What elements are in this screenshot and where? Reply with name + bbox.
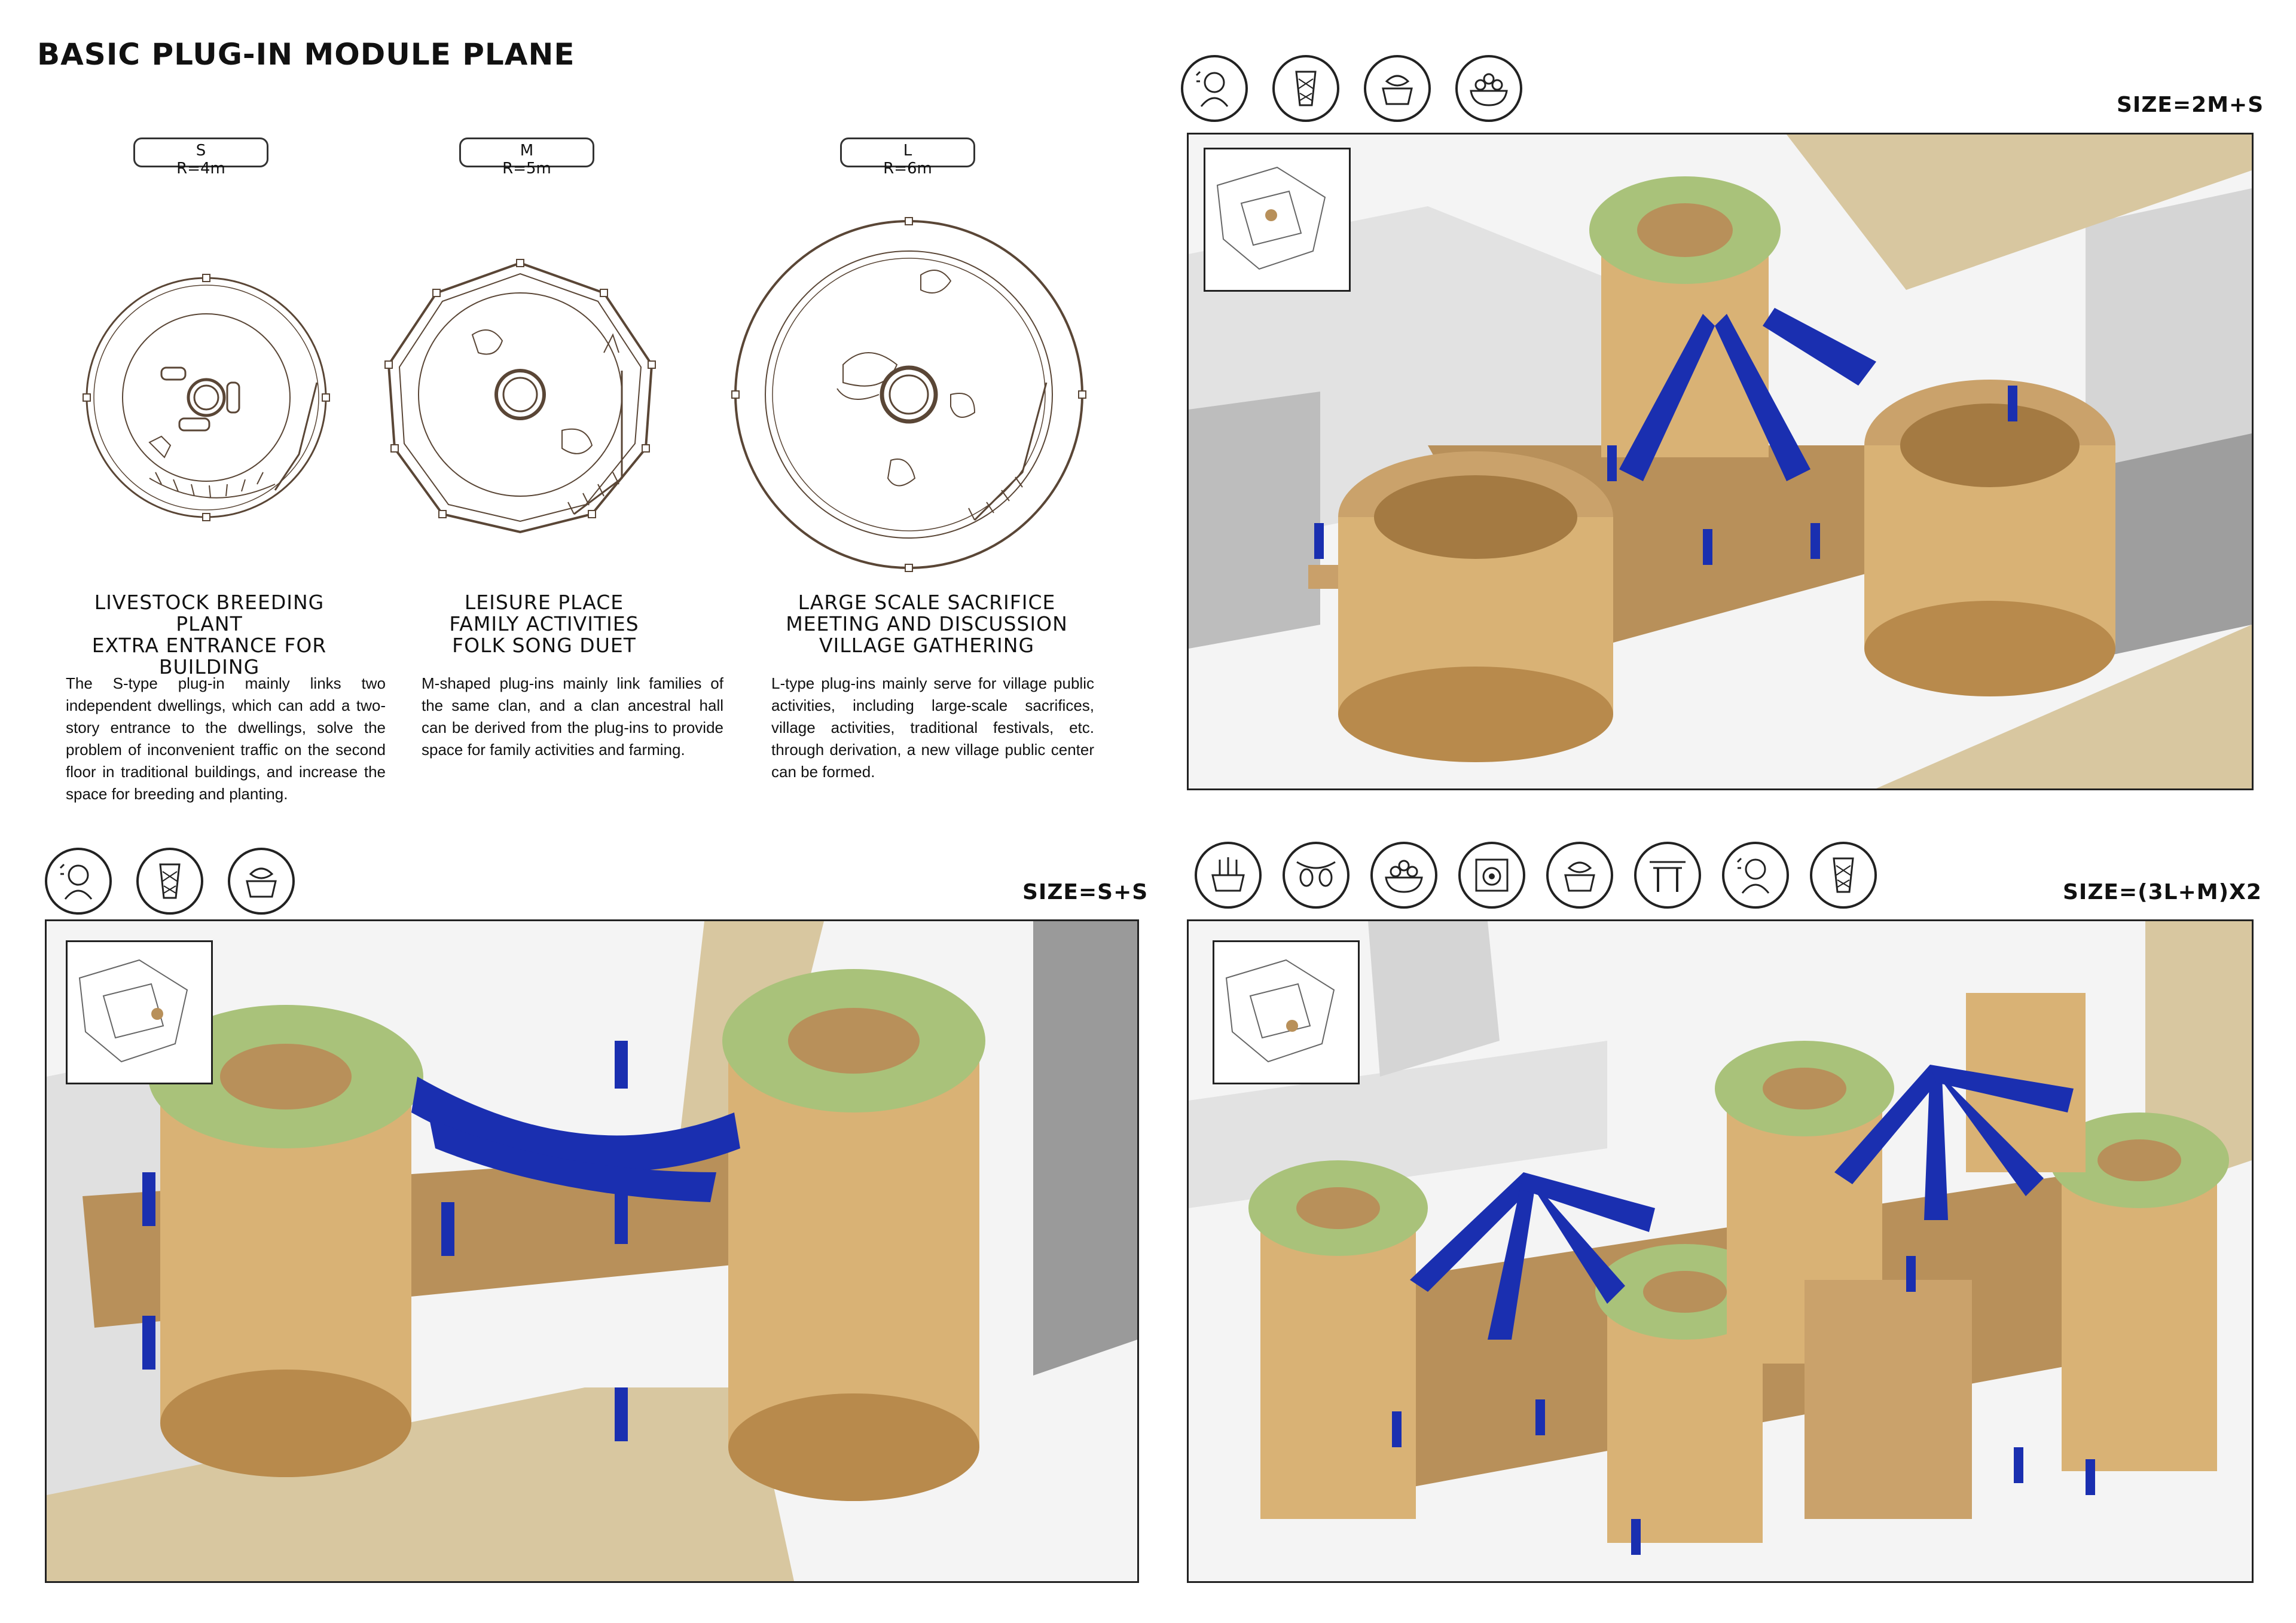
module-s-heading-line-2: PLANT: [176, 612, 243, 635]
plan-drawing-m: [384, 259, 656, 534]
module-s-description: The S-type plug-in mainly links two inde…: [66, 674, 386, 803]
lantern-icon: [1283, 842, 1349, 909]
size-label-s-s: SIZE=S+S: [1022, 880, 1149, 904]
size-tag-s-radius: R=4m: [176, 160, 225, 178]
singer-icon: [45, 848, 112, 915]
basket-fish-icon: [1364, 55, 1431, 122]
food-bowl-icon: [1370, 842, 1437, 909]
size-tag-l-letter: L: [903, 142, 912, 160]
module-m-heading-line-3: FOLK SONG DUET: [452, 634, 636, 657]
size-label-2m-s: SIZE=2M+S: [2117, 93, 2264, 117]
module-l-heading: LARGE SCALE SACRIFICE MEETING AND DISCUS…: [771, 592, 1082, 656]
basket-fish-icon: [228, 848, 295, 915]
food-bowl-icon: [1455, 55, 1522, 122]
module-m-heading-line-2: FAMILY ACTIVITIES: [449, 612, 639, 635]
module-l-heading-line-3: VILLAGE GATHERING: [819, 634, 1035, 657]
thread-spool-icon: [1810, 842, 1877, 909]
basket-fish-icon: [1546, 842, 1613, 909]
render-panel-s-s: [45, 919, 1139, 1583]
size-tag-l-radius: R=6m: [883, 160, 932, 178]
size-tag-l: L R=6m: [840, 137, 975, 178]
size-tag-m-letter: M: [520, 142, 534, 160]
plan-drawing-l: [731, 217, 1086, 572]
page-title: BASIC PLUG-IN MODULE PLANE: [37, 37, 575, 72]
module-l-heading-line-2: MEETING AND DISCUSSION: [786, 612, 1068, 635]
module-m-heading: LEISURE PLACE FAMILY ACTIVITIES FOLK SON…: [407, 592, 682, 656]
module-l-heading-line-1: LARGE SCALE SACRIFICE: [798, 591, 1056, 614]
module-s-heading-line-3: EXTRA ENTRANCE FOR BUILDING: [91, 634, 327, 678]
module-s-heading-line-1: LIVESTOCK BREEDING: [94, 591, 325, 614]
gate-icon: [1634, 842, 1701, 909]
weaving-basket-icon: [1195, 842, 1262, 909]
location-minimap: [66, 940, 213, 1084]
singer-icon: [1722, 842, 1789, 909]
thread-spool-icon: [1272, 55, 1339, 122]
module-m-description: M-shaped plug-ins mainly link families o…: [422, 674, 723, 759]
size-label-3l-m-x2: SIZE=(3L+M)X2: [2063, 880, 2262, 904]
render-panel-2m-s: [1187, 133, 2254, 790]
size-tag-m: M R=5m: [459, 137, 594, 178]
plan-drawing-s: [83, 274, 330, 521]
gong-icon: [1458, 842, 1525, 909]
size-tag-m-radius: R=5m: [502, 160, 551, 178]
render-panel-3l-m-x2: [1187, 919, 2254, 1583]
location-minimap: [1204, 148, 1351, 292]
module-s-heading: LIVESTOCK BREEDING PLANT EXTRA ENTRANCE …: [72, 592, 347, 678]
thread-spool-icon: [136, 848, 203, 915]
size-tag-s: S R=4m: [133, 137, 268, 178]
module-l-description: L-type plug-ins mainly serve for village…: [771, 674, 1094, 781]
singer-icon: [1181, 55, 1248, 122]
module-m-heading-line-1: LEISURE PLACE: [464, 591, 624, 614]
location-minimap: [1213, 940, 1360, 1084]
size-tag-s-letter: S: [196, 142, 206, 160]
